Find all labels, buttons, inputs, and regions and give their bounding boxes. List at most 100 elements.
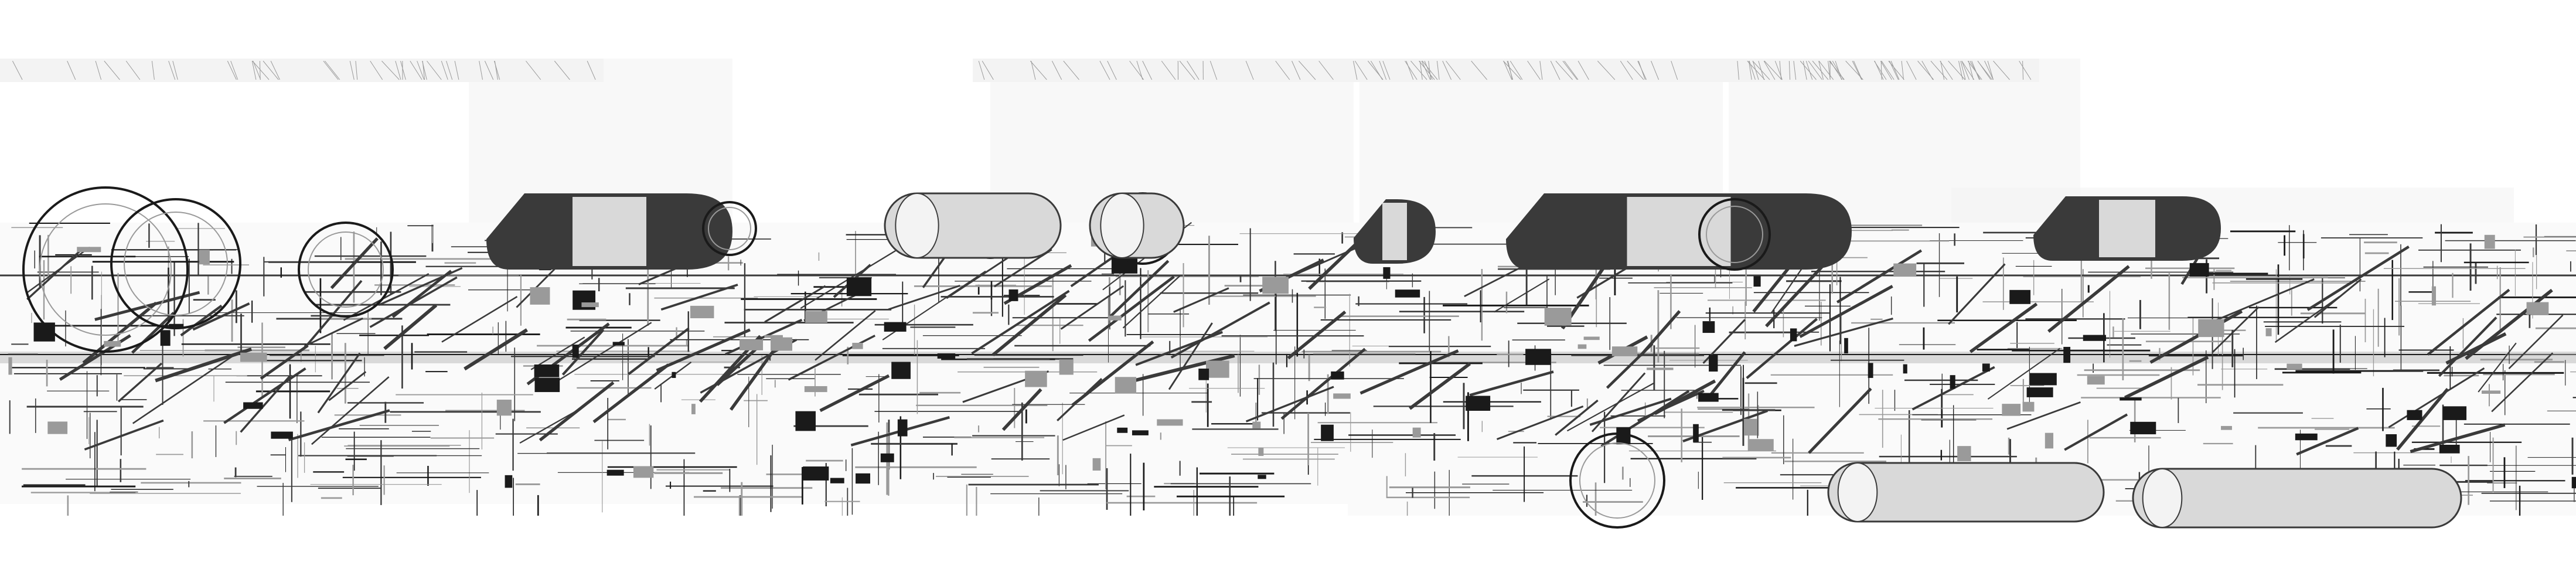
ring-inner [1579,442,1655,519]
header-hatch [446,60,453,80]
pod-capsule-window [2099,200,2155,257]
header-hatch [2019,60,2032,80]
truss [1566,382,1655,432]
truss [2491,352,2554,413]
block [2120,397,2142,401]
truss [1062,414,1125,441]
block [1698,393,1719,402]
block [2083,335,2106,341]
header-hatch [270,60,280,80]
block [740,339,764,350]
block [169,323,184,328]
block [505,475,513,488]
truss [1799,285,1893,338]
truss [2438,316,2497,377]
truss [343,273,430,321]
header-hatch [1471,60,1488,80]
truss [118,362,163,403]
pod-capsule-window [1627,197,1731,266]
pod-capsule-window [573,197,646,266]
header-hatch [1442,60,1452,80]
block [1252,421,1261,429]
header-hatch [1620,60,1633,80]
truss [1752,264,1793,313]
block [534,364,560,377]
header-hatch [1901,60,1904,80]
block [1950,375,1955,389]
truss [2296,427,2359,456]
truss [132,353,237,424]
truss [441,296,518,343]
block [2431,286,2437,306]
truss [2149,309,2243,364]
block [1258,475,1266,479]
ring [110,198,241,329]
block [271,431,293,439]
block [1059,359,1074,375]
header-hatch [1968,60,1974,80]
truss [1469,370,1554,397]
truss [1070,255,1116,288]
truss [1057,377,1103,422]
header-hatch [410,60,422,80]
header-hatch [1800,60,1817,80]
block [1395,289,1420,298]
header-hatch [1805,60,1813,80]
header-hatch [1550,60,1560,80]
truss [971,289,1070,355]
block [1583,336,1600,340]
block [1893,263,1917,277]
block [243,402,263,409]
header-hatch [381,60,400,80]
truss [1088,275,1175,342]
header-hatch [1564,60,1579,80]
header-hatch [12,60,23,80]
block [2526,302,2549,315]
truss [1706,351,1746,400]
header-hatch [1555,60,1573,80]
truss [561,329,605,376]
truss [1555,399,1599,436]
header-hatch [1030,60,1047,80]
block [2442,406,2467,420]
block [846,277,872,297]
truss [1794,317,1893,347]
header-hatch [1987,60,1994,80]
truss [192,302,250,331]
header-hatch [251,60,257,80]
truss [2388,367,2485,428]
header-hatch [125,60,141,80]
header-hatch [479,60,483,80]
header-hatch [1419,60,1423,80]
header-hatch [1577,60,1589,80]
header-hatch [587,60,596,80]
header-hatch [1748,60,1752,80]
block [104,340,121,347]
truss [1409,362,1471,410]
header-hatch [1597,60,1616,80]
block [1466,396,1491,411]
header-hatch [1187,60,1200,80]
header-hatch [1275,60,1290,80]
block [1115,377,1137,394]
block [572,345,579,358]
truss [2006,401,2081,430]
block [1844,338,1848,354]
block [1025,370,1047,387]
header-hatch [1421,60,1431,80]
block [1092,458,1101,471]
header-hatch [1829,60,1845,80]
block [2265,328,2272,336]
header-hatch [1142,60,1153,80]
truss [131,311,175,354]
header-hatch [1881,60,1894,80]
pod-shapes [8,186,2576,529]
truss [369,276,458,328]
header-hatch [554,60,570,80]
header-hatch [1446,60,1461,80]
block [1331,371,1344,380]
header-hatch [1428,60,1432,80]
truss [260,344,309,380]
block [795,411,816,431]
truss [1589,397,1672,426]
